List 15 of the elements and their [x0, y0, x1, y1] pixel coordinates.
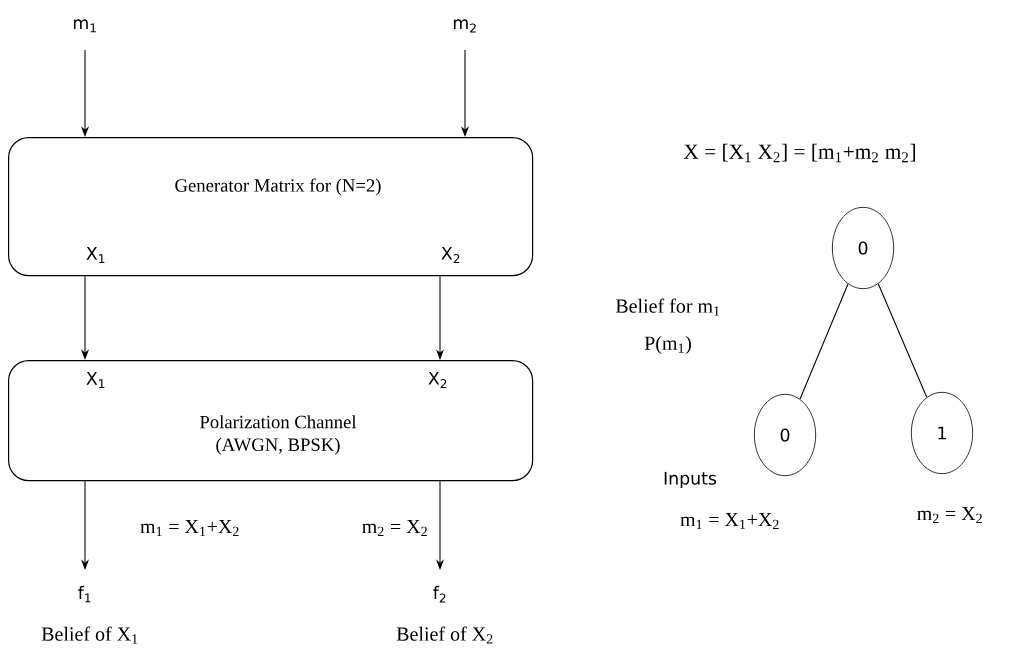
belief-label: Belief for m$_{1}$ — [615, 298, 720, 316]
node-label: Belief of X$_{1}$ — [41, 626, 138, 644]
process-box: Generator Matrix for (N=2) X$_{1}$ X$_{2}$ — [8, 137, 534, 277]
signal-label: m$_{2}$ — [453, 19, 476, 33]
equation-label: m$_{2}$ = X$_{2}$ — [362, 520, 427, 536]
process-box: X$_{1}$ Polarization Channel (AWGN, BPSK) X$_{2}$ — [8, 360, 534, 482]
signal-label: f$_{2}$ — [433, 585, 446, 603]
equation-label: m$_{1}$ = X$_{1}$+X$_{2}$ — [680, 513, 779, 529]
node-label: Belief of X$_{2}$ — [396, 626, 493, 644]
connector-line — [799, 283, 849, 400]
equation-label: m$_{1}$ = X$_{1}$+X$_{2}$ — [140, 520, 239, 536]
signal-label: m$_{1}$ — [73, 19, 96, 33]
signal-label: f$_{1}$ — [78, 585, 91, 603]
belief-label: P(m$_{1}$) — [644, 335, 691, 355]
connector-line — [877, 283, 928, 398]
